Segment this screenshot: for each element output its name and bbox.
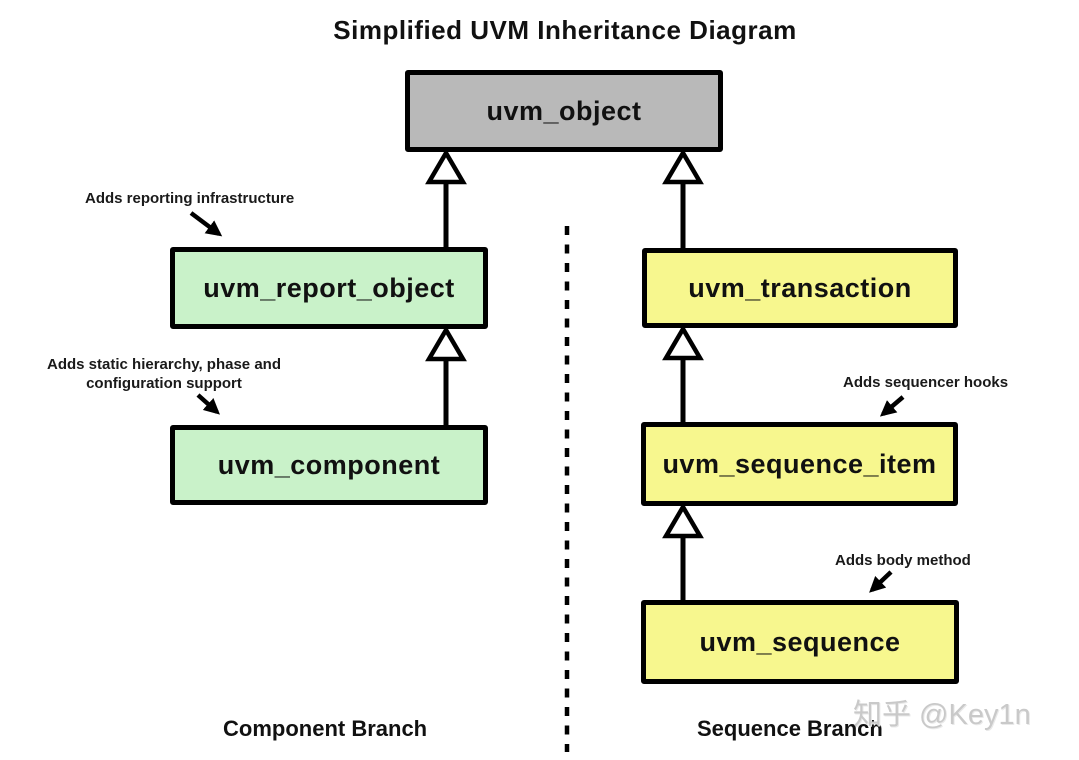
diagram-title: Simplified UVM Inheritance Diagram: [333, 15, 797, 45]
class-label-uvm-report-object: uvm_report_object: [203, 272, 455, 303]
callout-arrow-sequencer-hooks: [879, 395, 905, 417]
inheritance-arrow-report-to-object: [425, 148, 467, 247]
class-box-uvm-component: uvm_component: [170, 425, 488, 505]
callout-arrow-hierarchy: [196, 393, 220, 415]
class-box-uvm-report-object: uvm_report_object: [170, 247, 488, 329]
sequence-branch-label: Sequence Branch: [697, 716, 883, 741]
class-label-uvm-sequence-item: uvm_sequence_item: [662, 448, 937, 479]
component-branch-label: Component Branch: [223, 716, 428, 741]
annotation-body-method: Adds body method: [835, 552, 971, 569]
class-box-uvm-sequence-item: uvm_sequence_item: [641, 422, 958, 506]
class-label-uvm-object: uvm_object: [486, 95, 642, 126]
inheritance-arrow-sequence-to-seqitem: [662, 502, 704, 600]
inheritance-arrow-seqitem-to-transaction: [662, 324, 704, 422]
inheritance-arrow-transaction-to-object: [662, 148, 704, 248]
annotation-static-hierarchy: Adds static hierarchy, phase and configu…: [47, 356, 281, 392]
callout-arrow-reporting: [189, 211, 223, 237]
watermark-zhihu: 知乎 @Key1n: [853, 699, 1031, 731]
annotation-reporting-infrastructure: Adds reporting infrastructure: [85, 190, 295, 207]
inheritance-arrow-component-to-report: [425, 325, 467, 425]
class-box-uvm-transaction: uvm_transaction: [642, 248, 958, 328]
class-box-uvm-sequence: uvm_sequence: [641, 600, 959, 684]
class-box-uvm-object: uvm_object: [405, 70, 723, 152]
class-label-uvm-sequence: uvm_sequence: [699, 626, 901, 657]
class-label-uvm-transaction: uvm_transaction: [688, 272, 912, 303]
annotation-sequencer-hooks: Adds sequencer hooks: [843, 374, 1009, 391]
callout-arrow-body-method: [869, 570, 893, 593]
class-label-uvm-component: uvm_component: [217, 449, 441, 480]
